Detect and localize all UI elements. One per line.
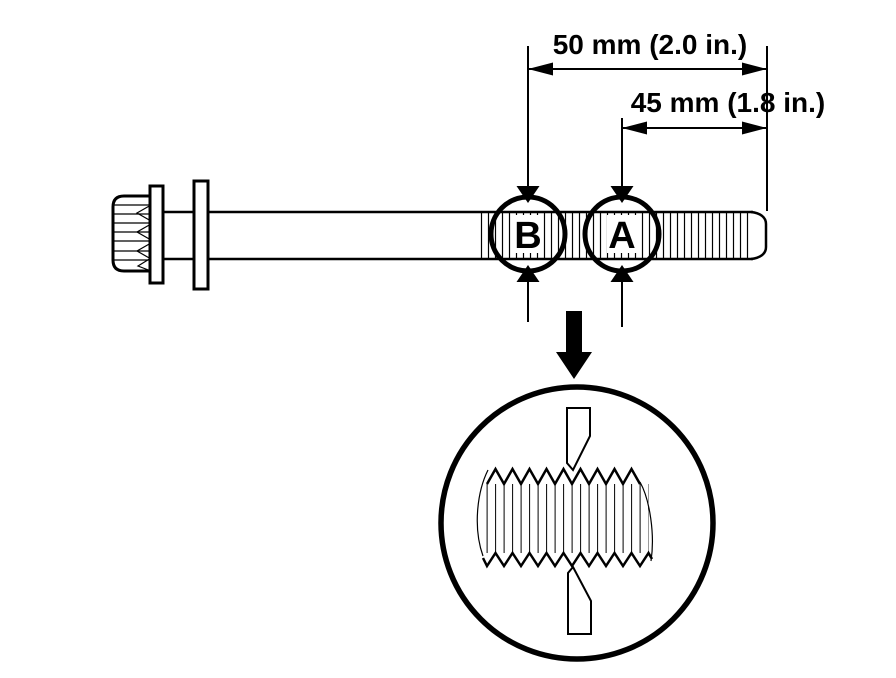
measure-point-b-label: B xyxy=(514,215,541,257)
measure-point-a-label: A xyxy=(608,215,635,257)
dimension-45mm: 45 mm (1.8 in.) xyxy=(621,87,826,186)
dimension-50mm: 50 mm (2.0 in.) xyxy=(527,29,768,211)
bolt-head xyxy=(111,194,154,273)
caliper-arrow-up-icon xyxy=(516,265,540,282)
caliper-arrow-down-icon xyxy=(516,186,540,203)
bolt xyxy=(111,179,768,291)
micrometer-anvil-top xyxy=(566,407,591,472)
zoom-down-arrow-icon xyxy=(556,311,592,379)
head-flange-washer xyxy=(148,184,165,285)
arrowhead-left-icon xyxy=(622,121,647,135)
measure-point-b: B xyxy=(488,186,568,322)
bolt-head-serrations xyxy=(114,204,152,272)
label-halo xyxy=(513,215,543,253)
break-line-right xyxy=(639,481,653,562)
micrometer-anvil-bottom xyxy=(567,565,592,635)
thread-flank-lines xyxy=(486,484,649,553)
caliper-arrow-down-icon xyxy=(610,186,634,203)
caliper-arrow-up-icon xyxy=(610,265,634,282)
thread-profile-top xyxy=(485,466,642,487)
arrowhead-left-icon xyxy=(528,62,553,76)
arrowhead-right-icon xyxy=(742,121,767,135)
thread-profile-bottom xyxy=(481,550,654,569)
thread-detail-view xyxy=(438,384,716,662)
ink-layer: 50 mm (2.0 in.) 45 mm (1.8 in.) xyxy=(111,29,826,662)
dimension-50mm-label: 50 mm (2.0 in.) xyxy=(553,29,748,60)
measure-point-a: A xyxy=(582,186,662,327)
plain-washer xyxy=(192,179,210,291)
label-halo xyxy=(607,215,637,253)
dimension-45mm-label: 45 mm (1.8 in.) xyxy=(631,87,826,118)
bolt-tip xyxy=(750,210,768,261)
arrowhead-right-icon xyxy=(742,62,767,76)
break-line-left xyxy=(476,469,489,557)
